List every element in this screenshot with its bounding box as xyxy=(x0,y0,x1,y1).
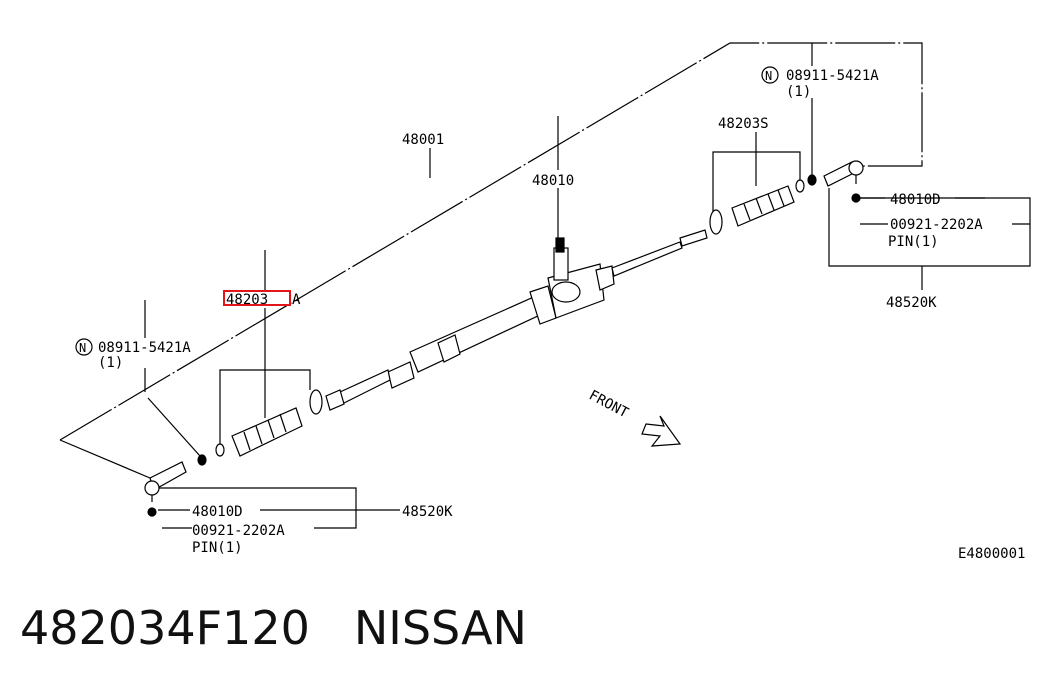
label-nut-left-qty: (1) xyxy=(98,355,123,371)
boot-left xyxy=(197,389,323,466)
label-nut-left[interactable]: 08911-5421A xyxy=(98,340,191,356)
part-number: 482034F120 xyxy=(20,601,310,655)
label-nut-right-qty: (1) xyxy=(786,84,811,100)
label-sub-left-nut[interactable]: 48010D xyxy=(192,504,243,520)
assembly-frame xyxy=(59,42,923,479)
label-sub-right-nut[interactable]: 48010D xyxy=(890,192,941,208)
leader-lines xyxy=(144,43,1031,529)
label-boot-left-suffix: A xyxy=(292,292,301,308)
label-gear[interactable]: 48010 xyxy=(532,173,574,189)
label-assembly[interactable]: 48001 xyxy=(402,132,444,148)
front-arrow: FRONT xyxy=(586,387,682,447)
label-sub-right-pin: PIN(1) xyxy=(888,234,939,250)
tie-rod-end-right xyxy=(823,160,864,203)
label-tie-rod-left[interactable]: 48520K xyxy=(402,504,453,520)
svg-text:N: N xyxy=(79,341,86,355)
label-sub-left-pin-code[interactable]: 00921-2202A xyxy=(192,523,285,539)
steering-rack xyxy=(325,229,708,411)
highlight-box xyxy=(223,290,291,306)
parts-diagram: FRONT 48001 48010 48203 A 48203S N 08911… xyxy=(59,42,1031,562)
boot-right xyxy=(709,174,817,235)
diagram-code: E4800001 xyxy=(958,546,1025,562)
nut-symbol-left: N xyxy=(75,338,93,356)
nut-symbol-right: N xyxy=(761,66,779,84)
label-sub-right-pin-code[interactable]: 00921-2202A xyxy=(890,217,983,233)
label-tie-rod-right[interactable]: 48520K xyxy=(886,295,937,311)
caption: 482034F120 NISSAN xyxy=(20,598,527,668)
svg-text:FRONT: FRONT xyxy=(586,387,631,421)
tie-rod-end-left xyxy=(144,461,187,517)
label-nut-right[interactable]: 08911-5421A xyxy=(786,68,879,84)
svg-text:N: N xyxy=(765,69,772,83)
label-boot-right[interactable]: 48203S xyxy=(718,116,769,132)
brand-name: NISSAN xyxy=(353,601,527,655)
label-sub-left-pin: PIN(1) xyxy=(192,540,243,556)
